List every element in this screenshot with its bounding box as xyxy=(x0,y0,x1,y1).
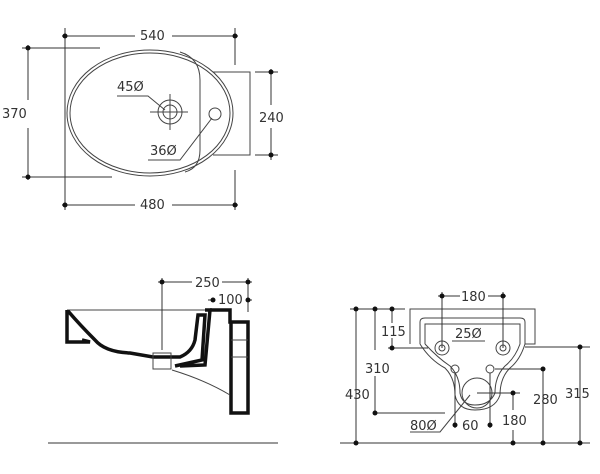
basin-inner-outline xyxy=(69,52,231,174)
deck-box xyxy=(213,71,251,156)
front-view: 180 115 310 430 25Ø 80Ø 60 180 280 315 xyxy=(340,290,590,446)
leader-36 xyxy=(148,117,213,161)
basin-outline xyxy=(66,49,234,177)
label-115: 115 xyxy=(381,325,406,340)
tap-hole xyxy=(208,107,222,121)
label-drain-diameter: 45Ø xyxy=(117,80,144,95)
label-250: 250 xyxy=(195,276,220,291)
leader-80 xyxy=(410,394,471,433)
deck-line xyxy=(179,51,201,173)
label-180-top: 180 xyxy=(461,290,486,305)
bracket-lines xyxy=(231,339,248,358)
label-tap-diameter: 36Ø xyxy=(150,144,177,159)
top-view: 45Ø 36Ø 540 480 370 240 xyxy=(2,28,284,213)
label-60: 60 xyxy=(462,419,479,434)
pan-inner-outline xyxy=(424,323,521,406)
dim-370-lines xyxy=(22,45,112,180)
label-540: 540 xyxy=(140,29,165,44)
dim-540-lines xyxy=(62,28,238,185)
dim-240-lines xyxy=(255,69,278,160)
label-180-bottom: 180 xyxy=(502,414,527,429)
waste-outlet xyxy=(152,352,172,370)
label-280: 280 xyxy=(533,393,558,408)
side-view: 250 100 xyxy=(48,276,278,444)
label-25: 25Ø xyxy=(455,327,482,342)
basin-section xyxy=(65,308,212,368)
label-430: 430 xyxy=(345,388,370,403)
drain-crosshair xyxy=(150,94,188,130)
leader-45 xyxy=(117,95,166,111)
label-315: 315 xyxy=(565,387,590,402)
label-310: 310 xyxy=(365,362,390,377)
support-line xyxy=(171,369,231,396)
dim-480-lines xyxy=(62,130,238,210)
label-80: 80Ø xyxy=(410,419,437,434)
waste-hole-right xyxy=(485,364,495,374)
dim-side-lines xyxy=(158,278,252,350)
label-370: 370 xyxy=(2,107,27,122)
label-240: 240 xyxy=(259,111,284,126)
wall-bracket xyxy=(210,308,250,415)
label-480: 480 xyxy=(140,198,165,213)
label-100: 100 xyxy=(218,293,243,308)
top-plate xyxy=(409,308,536,345)
